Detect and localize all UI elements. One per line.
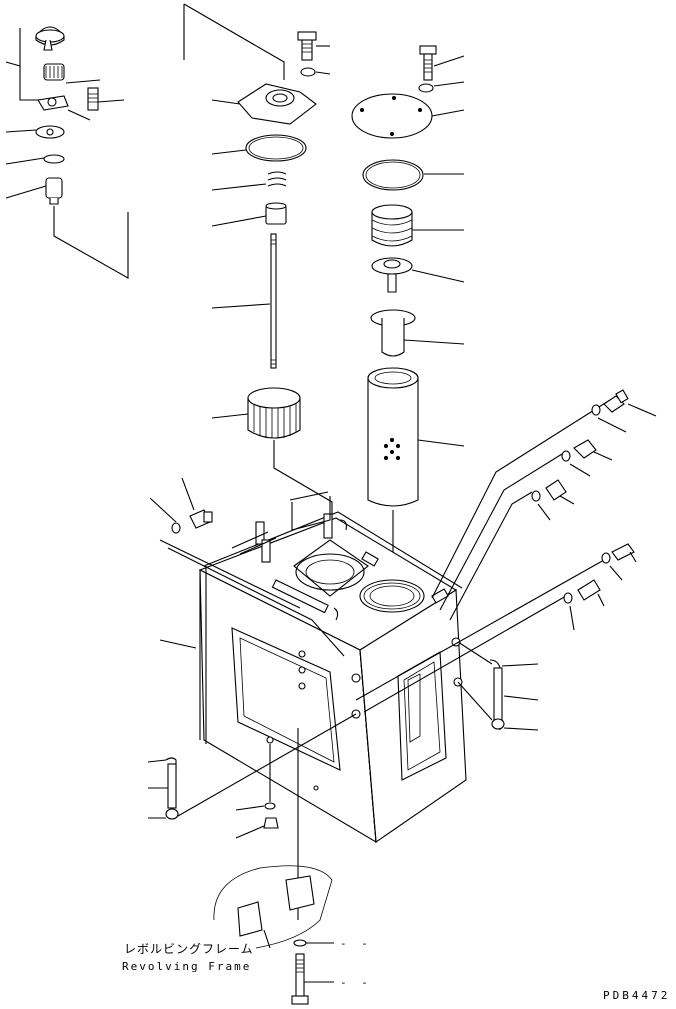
return-filter-group [351,45,465,578]
breather-bolt [87,87,99,111]
left-fittings-group [147,477,357,839]
strainer-port [295,553,365,591]
strainer-spring [267,171,287,187]
bottom-bolt-callout: - - [340,976,372,989]
drawing-code: PDB4472 [603,989,671,1002]
strainer-group [183,3,333,526]
filter-cover-bolt [419,45,437,55]
filter-element [367,377,419,507]
top-bracket [271,579,329,614]
revolving-frame-group [213,865,334,1005]
frame-block-2 [285,875,315,911]
filter-port [359,579,425,613]
snap-ring [43,154,65,164]
fitting-straight-1 [611,543,635,561]
filter-cover [351,93,433,139]
fitting-elbow-2 [573,439,597,459]
revolving-frame-label-jp: レボルビングフレーム [124,942,254,956]
hydraulic-tank [198,491,467,920]
strainer-rod [270,233,277,369]
cover-washer [300,67,316,77]
bottom-washer-callout: - - [340,937,372,950]
tank-front-window [231,627,341,771]
right-fittings-group [159,389,657,731]
breather-cap-group [5,26,129,279]
breather-adapter [45,177,63,199]
filter-o-ring [362,159,424,191]
cover-o-ring [245,134,307,162]
bottom-bolt [295,953,305,1001]
frame-block-1 [237,901,263,937]
fitting-elbow-3 [545,479,567,501]
bottom-washer [293,939,307,947]
fitting-straight-2 [577,579,601,601]
filter-washer [418,83,434,93]
suction-strainer [247,397,301,439]
revolving-frame-label-en: Revolving Frame [122,960,252,973]
top-stud [255,521,265,545]
